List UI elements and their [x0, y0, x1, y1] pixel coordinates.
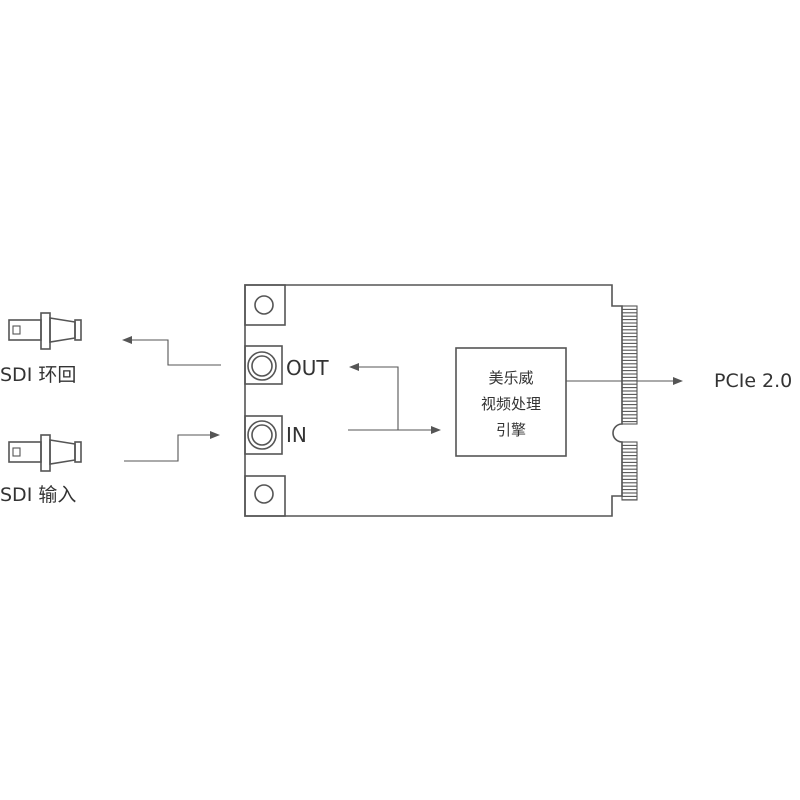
- edge-connector-pins-bottom: [621, 441, 638, 501]
- sdi-loop-label: SDI 环回: [0, 364, 76, 386]
- sdi-input-label: SDI 输入: [0, 484, 76, 506]
- mounting-hole-bottom-icon: [244, 475, 286, 517]
- edge-connector-pins-top: [621, 305, 638, 425]
- internal-routing-lines: [348, 363, 441, 434]
- in-connector-icon: [244, 415, 283, 455]
- sdi-input-connector-icon: [8, 434, 82, 472]
- pcie-bus-line: [566, 377, 683, 385]
- video-engine-block: [455, 347, 567, 457]
- input-signal-line: [124, 431, 220, 462]
- mounting-hole-top-icon: [244, 284, 286, 326]
- engine-label-line-2: 视频处理: [481, 395, 541, 413]
- edge-connector-frame: [621, 305, 638, 425]
- loop-out-signal-line: [122, 336, 221, 366]
- out-connector-icon: [244, 345, 283, 385]
- engine-label-line-1: 美乐威: [488, 369, 533, 387]
- out-port-label: OUT: [286, 356, 329, 380]
- edge-connector-frame: [621, 441, 638, 501]
- in-port-label: IN: [286, 423, 307, 447]
- pcie-label: PCIe 2.0: [714, 370, 792, 392]
- engine-label-line-3: 引擎: [496, 421, 526, 439]
- sdi-loop-connector-icon: [8, 312, 82, 350]
